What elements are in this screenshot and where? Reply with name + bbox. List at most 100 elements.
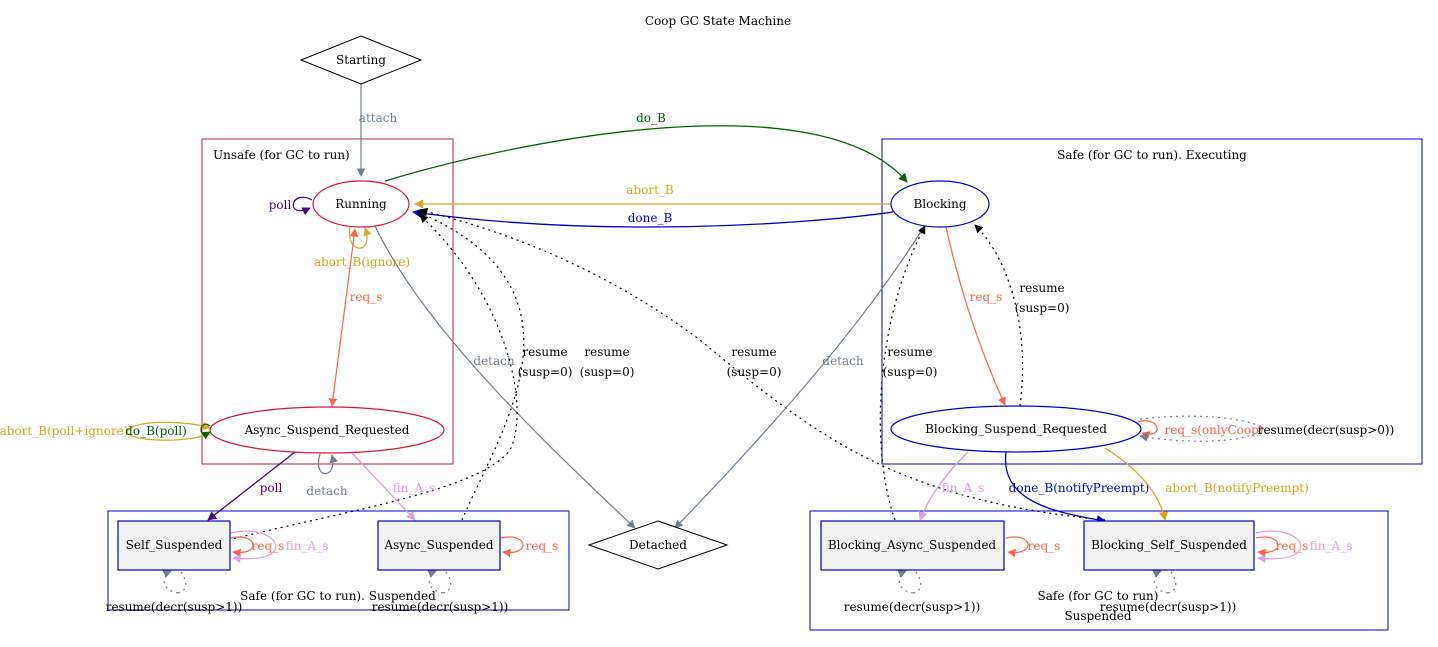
edge-done-b-label: done_B (628, 211, 673, 225)
node-starting-label: Starting (336, 53, 386, 67)
cluster-safe-suspended: Safe (for GC to run). Suspended (107, 510, 570, 611)
edge-req-s-blocking-label: req_s (970, 290, 1003, 304)
node-detached-label: Detached (629, 538, 687, 552)
node-async-suspended-label: Async_Suspended (383, 538, 493, 552)
node-blocking-label: Blocking (913, 197, 966, 211)
edge-abort-b-notify-label: abort_B(notifyPreempt) (1165, 481, 1309, 495)
edge-detach-blocking-label: detach (822, 354, 863, 368)
edge-do-b-label: do_B (636, 111, 666, 125)
node-self-suspended: Self_Suspended (117, 520, 231, 571)
node-self-suspended-label: Self_Suspended (126, 538, 223, 552)
edge-resume-2-label-b: (susp=0) (580, 365, 635, 379)
edge-fin-a-s (351, 452, 416, 521)
edge-do-b (384, 125, 908, 183)
edge-resume-5-label-a: resume (1019, 281, 1064, 295)
edge-abort-b-label: abort_B (626, 183, 674, 197)
edge-resume-decr-blk-async-b (912, 570, 922, 594)
edge-resume-decr-blk-self-b (1167, 570, 1177, 594)
edge-resume-3-label-a: resume (731, 345, 776, 359)
edge-attach-label: attach (359, 111, 398, 125)
edge-resume-3-label-b: (susp=0) (727, 365, 782, 379)
edge-req-s-only-coop-label: req_s(onlyCoop) (1165, 423, 1264, 437)
edge-resume-5-label-b: (susp=0) (1015, 301, 1070, 315)
node-async-suspend-requested-label: Async_Suspend_Requested (244, 423, 410, 437)
edge-resume-blocking-self-suspended (419, 207, 1106, 521)
edge-do-b-poll (200, 423, 211, 440)
cluster-safe-suspended-label: Safe (for GC to run). Suspended (240, 589, 436, 603)
edge-req-s-label: req_s (350, 290, 383, 304)
edge-abort-b-notify (1104, 447, 1168, 521)
edge-fin-a-s-label: fin_A_s (393, 481, 436, 495)
node-blocking-self-suspended-label: Blocking_Self_Suspended (1091, 538, 1247, 552)
edge-poll (207, 451, 296, 521)
edge-abort-b-ignore (348, 226, 372, 249)
edge-fin-a-s-self-label: fin_A_s (286, 539, 329, 553)
edge-fin-a-s-blk-label: fin_A_s (942, 481, 985, 495)
edge-detach-asr-label: detach (306, 484, 347, 498)
edge-poll-self-label: poll (269, 198, 292, 212)
edge-resume-decr-blk-async (897, 570, 914, 594)
edge-req-s-blocking (945, 226, 1006, 406)
edge-done-b-notify-label: done_B(notifyPreempt) (1009, 481, 1150, 495)
edge-abort-b-poll-ignore-label: abort_B(poll+ignore) (0, 424, 128, 438)
edge-resume-decr-blk-async-label: resume(decr(susp>1)) (844, 600, 981, 614)
edge-do-b-poll-label: do_B(poll) (125, 424, 187, 438)
edge-fin-a-s-blk-self-label: fin_A_s (1310, 539, 1353, 553)
node-running-label: Running (335, 197, 387, 211)
edge-resume-4-label-a: resume (887, 345, 932, 359)
node-detached: Detached (587, 520, 729, 570)
edge-resume-decr-self-b (177, 570, 187, 594)
edge-req-s-self (230, 536, 254, 558)
edge-resume-decr-async-label: resume(decr(susp>1)) (372, 600, 509, 614)
edge-req-s-blk-async-label: req_s (1028, 539, 1061, 553)
edge-fin-a-s-blk (918, 451, 969, 521)
node-async-suspended: Async_Suspended (377, 520, 501, 571)
node-blocking-async-suspended: Blocking_Async_Suspended (820, 520, 1005, 571)
node-blocking-suspend-requested-label: Blocking_Suspend_Requested (925, 422, 1107, 436)
edge-req-s-async-label: req_s (526, 539, 559, 553)
edge-resume-decr-async-b (442, 570, 452, 594)
cluster-safe-blocking-suspended-label-2: Suspended (1064, 609, 1131, 623)
edge-req-s-self-label: req_s (252, 539, 285, 553)
edge-req-s-blk-self (1255, 536, 1279, 558)
edge-resume-bsr (974, 224, 1024, 407)
edge-resume-decr-blk-self (1152, 570, 1169, 594)
node-blocking-self-suspended: Blocking_Self_Suspended (1083, 520, 1255, 571)
edge-fin-a-s-blk-self (1255, 530, 1302, 563)
cluster-safe-blocking-suspended-label-1: Safe (for GC to run) (1038, 589, 1159, 603)
diagram-title: Coop GC State Machine (645, 14, 791, 28)
edge-req-s-async (500, 536, 524, 558)
edge-done-b (412, 208, 894, 228)
edge-detach-asr (317, 453, 338, 475)
node-async-suspend-requested: Async_Suspend_Requested (209, 406, 445, 454)
node-blocking-async-suspended-label: Blocking_Async_Suspended (828, 538, 997, 552)
edge-req-s (328, 228, 359, 407)
edge-resume-blocking-async-suspended (879, 225, 926, 521)
cluster-safe-executing-label: Safe (for GC to run). Executing (1057, 148, 1247, 162)
edge-poll-label: poll (260, 481, 283, 495)
edge-resume-decr-self-label: resume(decr(susp>1)) (106, 600, 243, 614)
node-starting: Starting (299, 35, 423, 85)
edge-abort-b-poll-ignore (126, 421, 211, 441)
edge-resume-1-label-b: (susp=0) (518, 365, 573, 379)
edge-detach-running-label: detach (473, 354, 514, 368)
cluster-safe-executing: Safe (for GC to run). Executing (881, 138, 1423, 465)
edge-resume-async-suspended (417, 211, 525, 521)
edge-req-s-blk-async (1005, 536, 1029, 558)
cluster-unsafe: Unsafe (for GC to run) (201, 138, 454, 465)
edge-detach-running (374, 225, 636, 529)
edge-abort-b-ignore-label: abort_B(ignore) (314, 255, 410, 269)
node-running: Running (312, 180, 410, 228)
edge-poll-self (292, 196, 313, 216)
cluster-unsafe-label: Unsafe (for GC to run) (213, 148, 350, 162)
edge-fin-a-s-self (230, 530, 277, 563)
edge-resume-2-label-a: resume (584, 345, 629, 359)
node-blocking-suspend-requested: Blocking_Suspend_Requested (890, 405, 1142, 453)
edge-resume-decr-blk-self-label: resume(decr(susp>1)) (1100, 600, 1237, 614)
edge-detach-blocking (674, 224, 926, 529)
edge-req-s-blk-self-label: req_s (1276, 539, 1309, 553)
edge-resume-4-label-b: (susp=0) (883, 365, 938, 379)
edge-resume-1-label-a: resume (522, 345, 567, 359)
edge-resume-decr-gt0-label: resume(decr(susp>0)) (1258, 423, 1395, 437)
